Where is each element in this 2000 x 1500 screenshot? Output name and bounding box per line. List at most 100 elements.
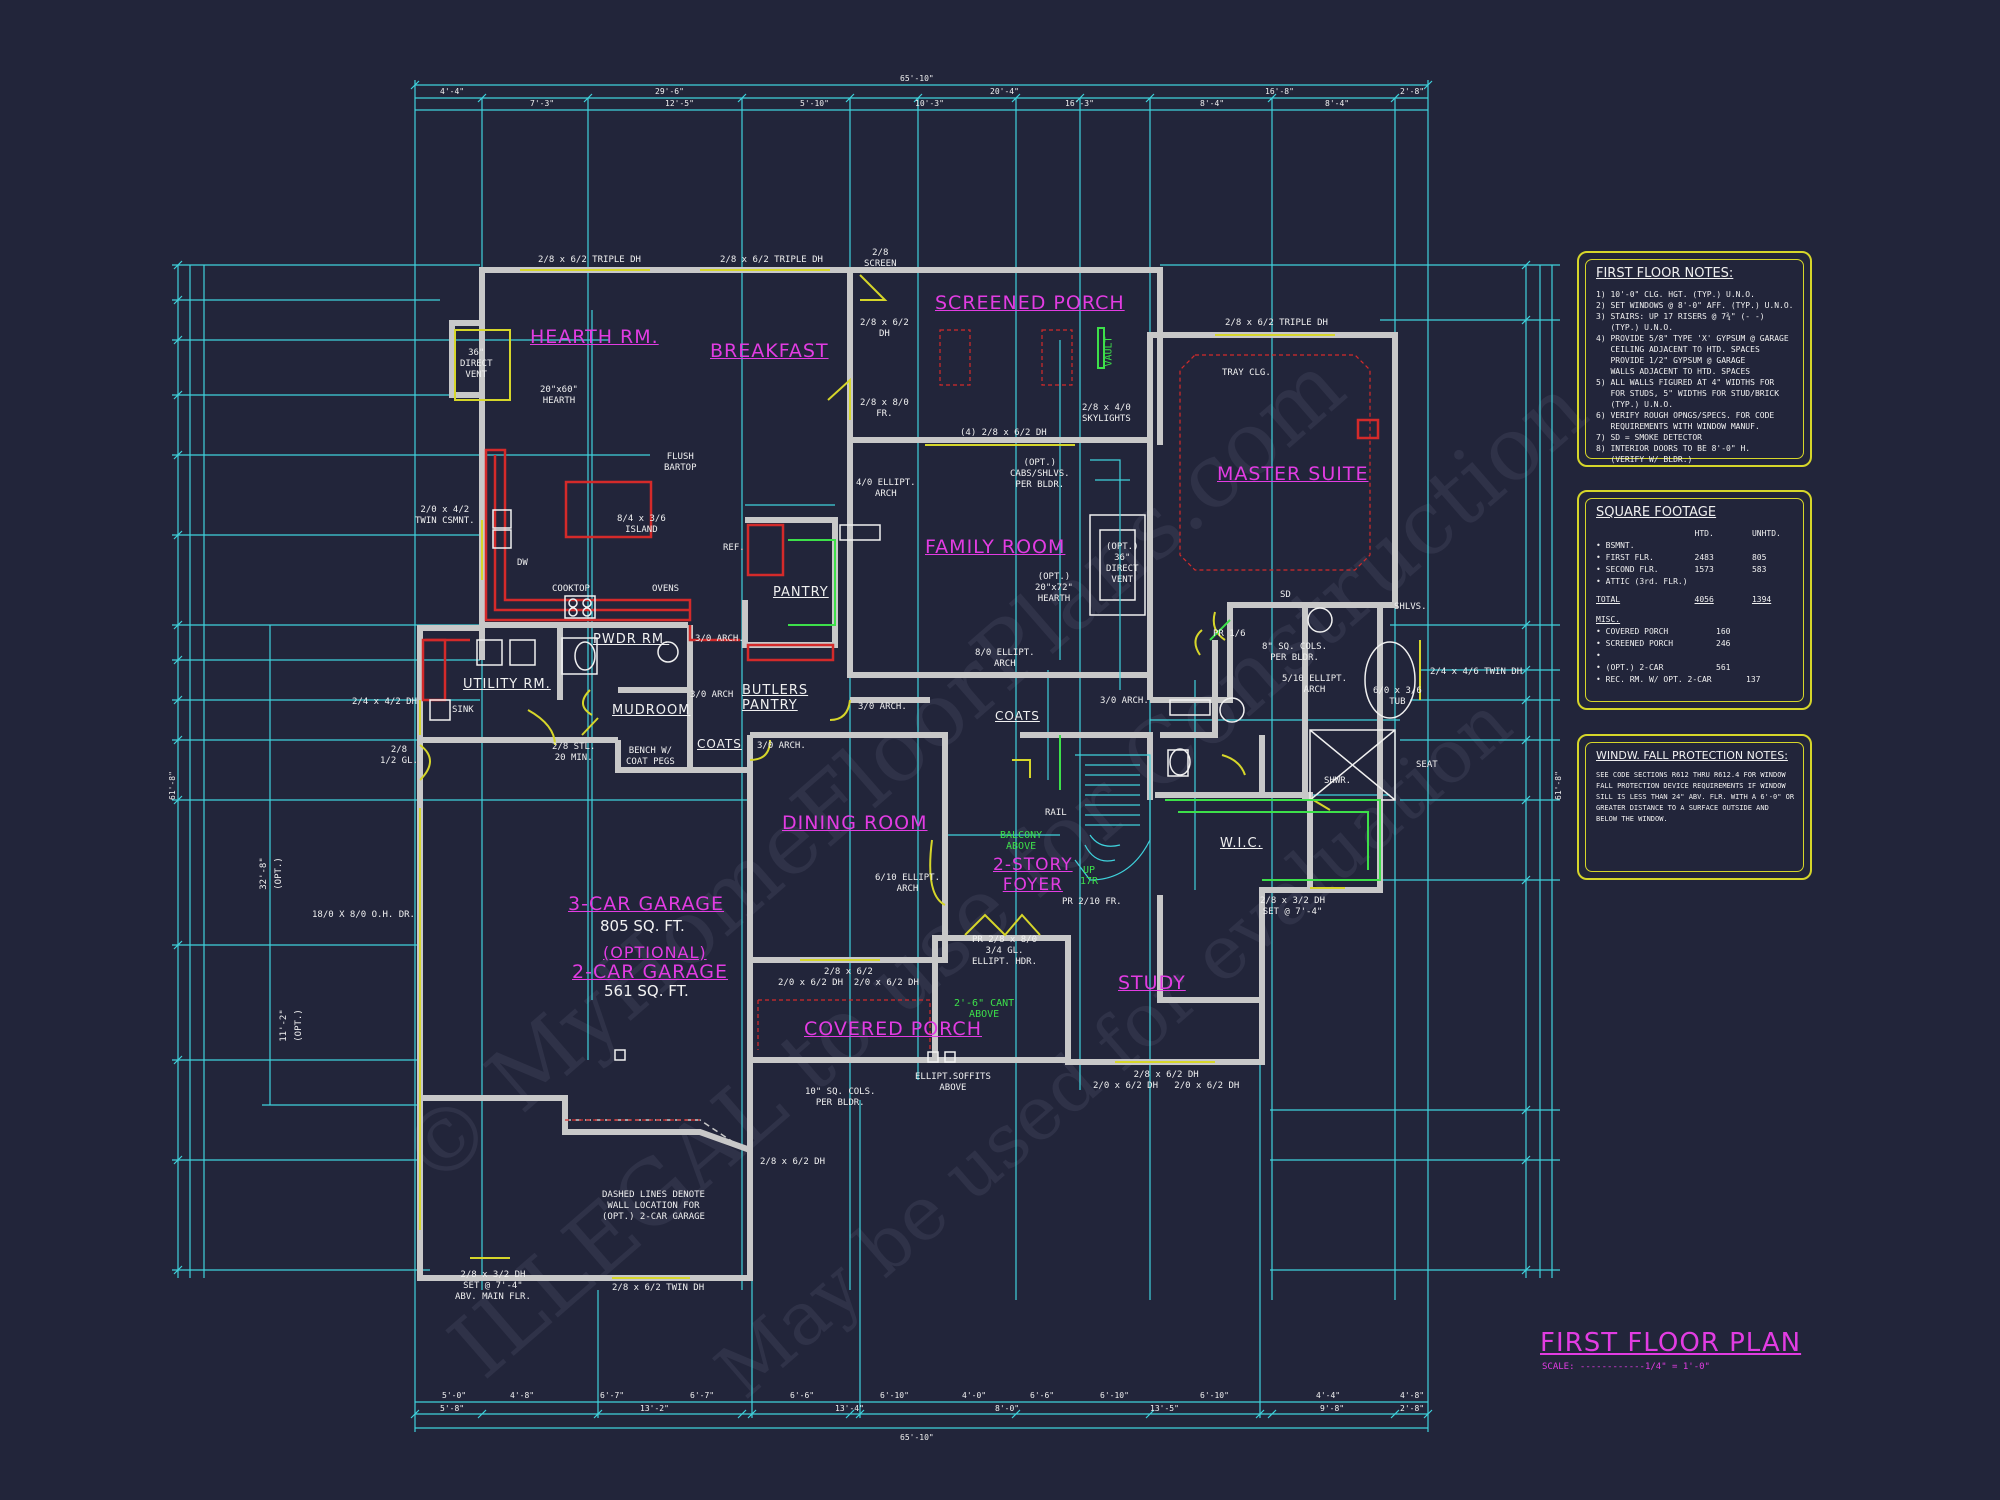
green-items xyxy=(788,327,1381,881)
note-line: (VERIFY W/ BLDR.) xyxy=(1596,455,1693,464)
sq-cols-note: 10" SQ. COLS. PER BLDR. xyxy=(805,1087,876,1108)
room-study: STUDY xyxy=(1118,972,1186,994)
window-fall-protection-panel: WINDW. FALL PROTECTION NOTES: SEE CODE S… xyxy=(1577,734,1812,880)
shelves-note: SHLVS. xyxy=(1394,602,1427,612)
room-butlers: BUTLERS PANTRY xyxy=(742,683,809,713)
svg-text:4'-8": 4'-8" xyxy=(510,1391,534,1400)
tray-ceiling-note: TRAY CLG. xyxy=(1222,368,1271,378)
window-dh-bottom-1: 2/8 x 3/2 DH SET @ 7'-4" ABV. MAIN FLR. xyxy=(455,1270,531,1302)
svg-text:2'-8": 2'-8" xyxy=(1400,87,1424,96)
stair-up-note: UP 17R xyxy=(1080,865,1099,887)
first-floor-notes-title: FIRST FLOOR NOTES: xyxy=(1596,266,1734,281)
dimension-text: 65'-10" 4'-4" 29'-6" 20'-4" 16'-8" 2'-8"… xyxy=(168,74,1563,1442)
room-foyer: 2-STORY FOYER xyxy=(993,855,1073,895)
dishwasher-note: DW xyxy=(517,558,528,568)
svg-text:6'-10": 6'-10" xyxy=(880,1391,909,1400)
room-mudroom: MUDROOM xyxy=(612,703,691,718)
fixtures xyxy=(429,509,1416,1063)
room-garage-3car: 3-CAR GARAGE xyxy=(568,893,724,915)
doors-windows xyxy=(419,269,1421,1279)
door-pr-116: PR 1/6 xyxy=(1213,629,1246,639)
svg-text:6'-6": 6'-6" xyxy=(790,1391,814,1400)
note-line: SEE CODE SECTIONS R612 THRU R612.4 FOR W… xyxy=(1596,771,1786,779)
window-dh-bottom-2: 2/8 x 6/2 TWIN DH xyxy=(612,1283,705,1293)
arch-80-note: 8/0 ELLIPT. ARCH xyxy=(975,648,1035,669)
room-coats-1: COATS xyxy=(697,737,742,751)
note-line: FALL PROTECTION DEVICE REQUIREMENTS IF W… xyxy=(1596,782,1786,790)
svg-text:13'-5": 13'-5" xyxy=(1150,1404,1179,1413)
window-fall-title: WINDW. FALL PROTECTION NOTES: xyxy=(1596,749,1788,762)
svg-text:29'-6": 29'-6" xyxy=(655,87,684,96)
sqft-header-row: HTD.UNHTD. xyxy=(1694,529,1781,538)
plan-title: FIRST FLOOR PLAN xyxy=(1540,1328,1802,1358)
svg-text:13'-4": 13'-4" xyxy=(835,1404,864,1413)
window-dh-set: 2/8 x 3/2 DH SET @ 7'-4" xyxy=(1260,896,1326,917)
note-line: BELOW THE WINDOW. xyxy=(1596,815,1668,823)
svg-text:5'-10": 5'-10" xyxy=(800,99,829,108)
overhead-door-note: 18/0 X 8/0 O.H. DR. xyxy=(312,910,415,920)
ovens-note: OVENS xyxy=(652,584,680,594)
island-note: 8/4 x 3/6 ISLAND xyxy=(617,514,666,535)
dim-32-8-note: 32'-8" xyxy=(258,857,269,890)
garage-3car-sqft: 805 SQ. FT. xyxy=(600,917,685,935)
opt-note-1: (OPT.) xyxy=(273,857,284,890)
svg-text:7'-3": 7'-3" xyxy=(530,99,554,108)
arch-510-note: 5/10 ELLIPT. ARCH xyxy=(1282,674,1348,695)
note-line: (TYP.) U.N.O. xyxy=(1596,323,1674,332)
arch-30-1: 3/0 ARCH. xyxy=(695,634,744,644)
square-footage-title: SQUARE FOOTAGE xyxy=(1596,505,1717,520)
svg-text:4'-0": 4'-0" xyxy=(962,1391,986,1400)
door-fr-210: PR 2/10 FR. xyxy=(1062,897,1122,907)
smoke-detector-note: SD xyxy=(1280,590,1291,600)
svg-text:4'-8": 4'-8" xyxy=(1400,1391,1424,1400)
stairs xyxy=(1074,459,1151,881)
bottom-total-dimension: 65'-10" xyxy=(900,1433,934,1442)
arch-30-4: 3/0 ARCH. xyxy=(757,741,806,751)
left-total-dimension: 61'-8" xyxy=(168,771,177,800)
room-pantry: PANTRY xyxy=(773,585,829,600)
svg-text:4'-4": 4'-4" xyxy=(440,87,464,96)
cant-note: 2'-6" CANT ABOVE xyxy=(954,998,1015,1020)
svg-text:2'-8": 2'-8" xyxy=(1400,1404,1424,1413)
svg-text:6'-7": 6'-7" xyxy=(690,1391,714,1400)
skylights-note: 2/8 x 4/0 SKYLIGHTS xyxy=(1082,403,1131,424)
note-line: 8) INTERIOR DOORS TO BE 8'-0" H. xyxy=(1596,444,1751,453)
door-stl-note: 2/8 STL. 20 MIN. xyxy=(552,742,596,763)
window-four-dh: (4) 2/8 x 6/2 DH xyxy=(960,428,1047,438)
dim-11-2-note: 11'-2" xyxy=(278,1009,289,1042)
note-line: WALLS ADJACENT TO HTD. SPACES xyxy=(1596,367,1751,376)
sink-note: SINK xyxy=(452,705,474,715)
note-line: 3) STAIRS: UP 17 RISERS @ 7¾" (- -) xyxy=(1596,312,1765,321)
room-screened-porch: SCREENED PORCH xyxy=(935,292,1125,314)
sqft-row xyxy=(1596,606,1793,614)
svg-text:4'-4": 4'-4" xyxy=(1316,1391,1340,1400)
window-screen: 2/8 SCREEN xyxy=(864,248,897,269)
note-line: FOR STUDS, 5" WIDTHS FOR STUD/BRICK xyxy=(1596,389,1780,398)
note-line: PROVIDE 1/2" GYPSUM @ GARAGE xyxy=(1596,356,1746,365)
svg-text:16'-8": 16'-8" xyxy=(1265,87,1294,96)
arch-30-3: 3/0 ARCH. xyxy=(858,702,907,712)
room-covered-porch: COVERED PORCH xyxy=(804,1018,982,1040)
square-footage-panel: SQUARE FOOTAGE HTD.UNHTD. • BSMNT. • FIR… xyxy=(1577,490,1812,710)
room-coats-2: COATS xyxy=(995,709,1040,723)
opt-hearth-note: (OPT.) 20"x72" HEARTH xyxy=(1035,572,1073,604)
bartop-note: FLUSH BARTOP xyxy=(664,452,697,473)
dining-arch-note: 6/10 ELLIPT. ARCH xyxy=(875,873,941,894)
arch-30-5: 3/0 ARCH. xyxy=(1100,696,1149,706)
svg-text:8'-4": 8'-4" xyxy=(1325,99,1349,108)
window-triple-dh-1: 2/8 x 6/2 TRIPLE DH xyxy=(538,255,641,265)
note-line: REQUIREMENTS WITH WINDOW MANUF. xyxy=(1596,422,1760,431)
cabs-note: (OPT.) CABS/SHLVS. PER BLDR. xyxy=(1010,458,1070,490)
red-dashed xyxy=(565,329,1371,1121)
opt-note-2: (OPT.) xyxy=(293,1009,304,1042)
ref-note: REF. xyxy=(723,543,745,553)
dimension-ticks xyxy=(173,80,1531,1419)
garage-2car-sqft: 561 SQ. FT. xyxy=(604,982,689,1000)
arch-40-note: 4/0 ELLIPT. ARCH xyxy=(856,478,916,499)
room-hearth: HEARTH RM. xyxy=(530,326,659,348)
